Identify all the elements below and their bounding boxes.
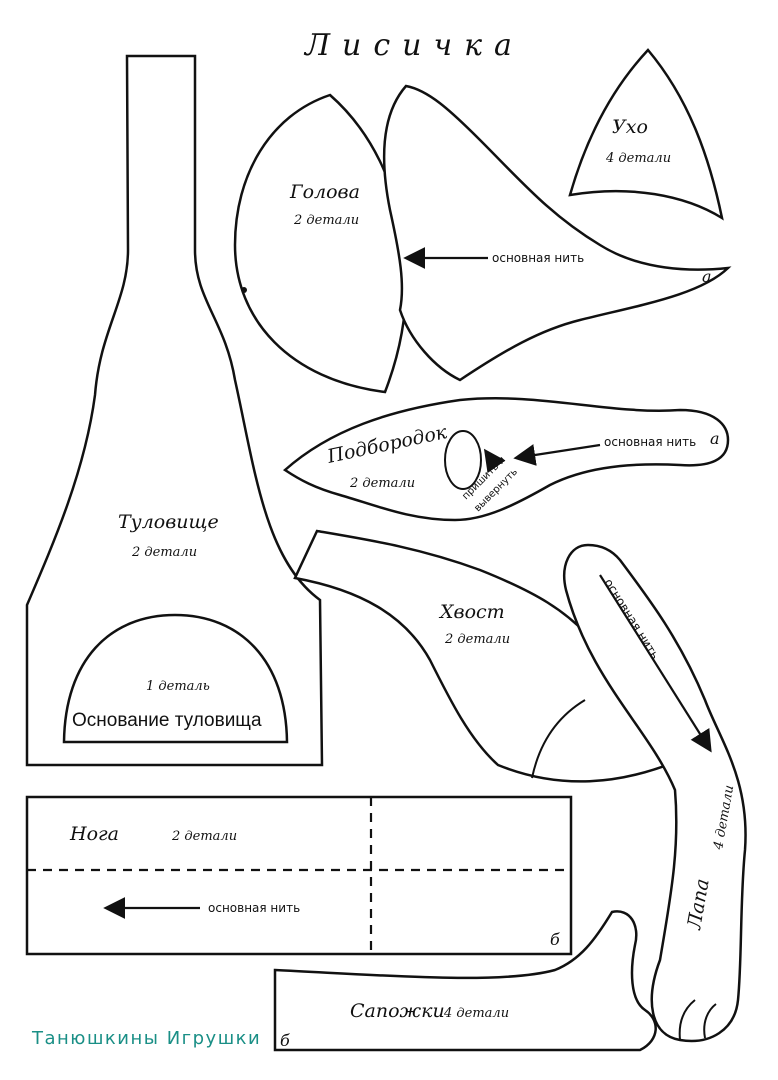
leg-mark: б — [550, 930, 560, 949]
pattern-title: Лисичка — [303, 28, 524, 63]
boot-count: 4 детали — [443, 1006, 509, 1021]
tail-label: Хвост — [438, 601, 505, 623]
base-label: Основание туловища — [72, 710, 262, 731]
leg-count: 2 детали — [171, 829, 237, 844]
torso-count: 2 детали — [131, 545, 197, 560]
brand-watermark: Танюшкины Игрушки — [31, 1028, 261, 1049]
leg-grain-label: основная нить — [208, 901, 300, 915]
ear-piece — [568, 48, 724, 221]
chin-grain-label: основная нить — [604, 435, 696, 449]
arm-piece — [563, 543, 747, 1043]
tail-count: 2 детали — [444, 632, 510, 647]
head-count: 2 детали — [293, 213, 359, 228]
head-crescent-piece — [233, 93, 408, 394]
eye-mark — [241, 287, 247, 293]
torso-label: Туловище — [118, 511, 219, 533]
boot-mark: б — [280, 1031, 290, 1050]
ear-count: 4 детали — [605, 151, 671, 166]
head-mark: а — [702, 267, 712, 286]
arm-grain-arrow — [599, 574, 712, 753]
chin-mark: а — [710, 429, 720, 448]
arm-paw-lines — [678, 999, 717, 1041]
chin-grain-arrow — [513, 443, 601, 466]
chin-opening — [444, 430, 482, 490]
boot-label: Сапожки — [350, 1000, 445, 1022]
leg-label: Нога — [69, 823, 119, 845]
head-grain-label: основная нить — [492, 251, 584, 265]
chin-turn-arrow — [483, 448, 506, 474]
head-label: Голова — [289, 181, 360, 203]
head-snout-piece — [382, 84, 732, 382]
tail-tip-line — [531, 699, 586, 779]
chin-piece — [282, 397, 730, 522]
base-count: 1 деталь — [146, 679, 210, 694]
torso-piece — [25, 54, 324, 767]
torso-base-piece — [62, 613, 289, 744]
leg-piece — [25, 795, 573, 956]
chin-count: 2 детали — [349, 476, 415, 491]
boot-piece — [273, 910, 657, 1052]
ear-label: Ухо — [612, 116, 648, 138]
